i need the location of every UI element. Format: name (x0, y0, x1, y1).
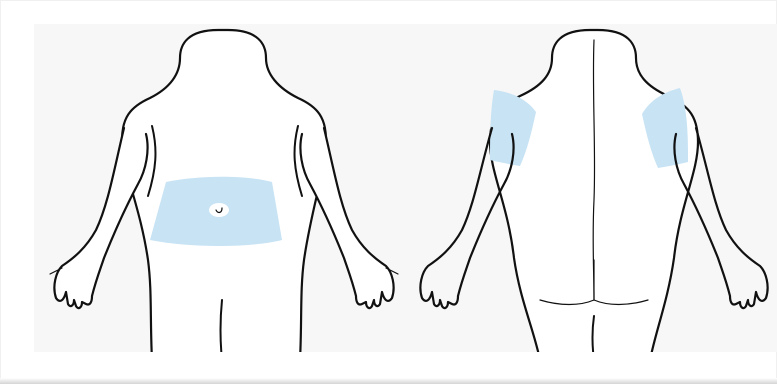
back-body-figure (419, 28, 769, 352)
front-left-armpit-line (147, 125, 157, 197)
navel-marker (209, 203, 229, 217)
back-leg-gap (591, 315, 595, 352)
front-body-figure (49, 28, 399, 352)
front-left-arm (53, 126, 149, 310)
bottom-divider (0, 378, 777, 384)
front-left-thumb (49, 267, 63, 275)
back-right-upper-arm-injection-zone (642, 88, 688, 168)
navel-icon (215, 207, 223, 214)
back-right-arm (673, 126, 769, 310)
front-leg-gap (219, 299, 223, 352)
back-left-arm (419, 126, 515, 310)
front-right-thumb (385, 267, 399, 275)
back-left-upper-arm-injection-zone (490, 90, 536, 166)
front-right-arm (299, 126, 395, 310)
front-right-armpit-line (293, 125, 303, 197)
